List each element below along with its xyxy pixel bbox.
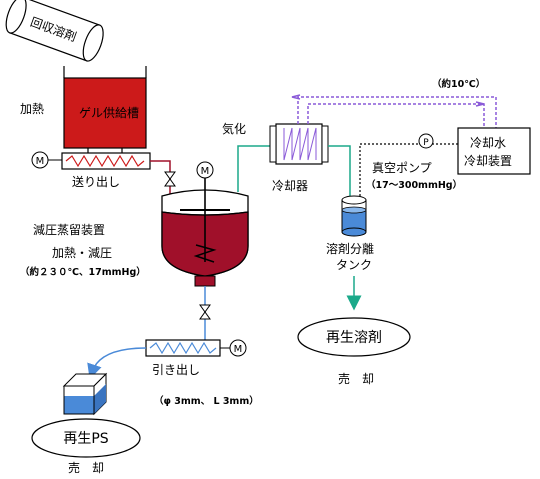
separator-label-1: 溶剤分離 bbox=[326, 241, 374, 256]
heat-vacuum-label: 加熱・減圧 bbox=[52, 245, 112, 260]
chiller-label-2: 冷却装置 bbox=[464, 154, 512, 168]
feed-valve bbox=[164, 171, 176, 187]
evaporator-motor: M bbox=[196, 161, 214, 179]
regen-solvent-label: 再生溶剤 bbox=[326, 330, 382, 346]
ps-container bbox=[62, 372, 108, 416]
gel-tank-label: ゲル供給槽 bbox=[79, 106, 139, 120]
extract-screw bbox=[145, 339, 230, 357]
extract-valve bbox=[199, 304, 211, 320]
pressure-gauge: P bbox=[418, 133, 434, 149]
feed-motor: M bbox=[31, 151, 49, 169]
pellet-size-label: （φ 3mm、 L 3mm） bbox=[154, 395, 259, 407]
sale-ps-label: 売 却 bbox=[68, 460, 104, 475]
evaporator bbox=[161, 176, 249, 287]
extract-motor-label: M bbox=[234, 344, 243, 355]
chiller-label-1: 冷却水 bbox=[470, 136, 506, 150]
regen-solvent-node: 再生溶剤 bbox=[297, 317, 411, 357]
evaporator-motor-label: M bbox=[201, 166, 210, 177]
evaporator-conditions: （約２３０℃、17mmHg） bbox=[20, 266, 146, 278]
heating-label: 加熱 bbox=[20, 102, 44, 116]
condensate-line bbox=[328, 145, 351, 198]
chiller-unit: 冷却水 冷却装置 bbox=[457, 127, 531, 175]
evaporator-label: 減圧蒸留装置 bbox=[33, 222, 105, 237]
feed-screw: 送り出し bbox=[48, 152, 151, 189]
regen-ps-node: 再生PS bbox=[31, 418, 141, 458]
feed-pipe bbox=[150, 160, 171, 196]
regen-ps-label: 再生PS bbox=[63, 431, 108, 447]
pressure-label: P bbox=[423, 138, 429, 148]
pump-range-label: （17～300mmHg） bbox=[366, 179, 462, 191]
coolant-loop bbox=[291, 94, 497, 128]
condenser bbox=[269, 123, 329, 165]
gel-feed-tank: ゲル供給槽 bbox=[63, 66, 147, 156]
vaporize-label: 気化 bbox=[222, 121, 246, 136]
ps-out-arrow bbox=[87, 347, 147, 380]
vapor-line bbox=[237, 145, 276, 192]
vacuum-pump-label: 真空ポンプ bbox=[372, 161, 432, 175]
extract-label: 引き出し bbox=[152, 363, 200, 377]
separator-tank bbox=[341, 195, 367, 237]
separator-label-2: タンク bbox=[336, 258, 372, 272]
coolant-temp-label: （約10℃） bbox=[432, 78, 485, 90]
solvent-canister: 回収溶剤 bbox=[5, 0, 104, 62]
feed-out-label: 送り出し bbox=[72, 174, 120, 189]
feed-motor-label: M bbox=[36, 156, 45, 167]
condenser-label: 冷却器 bbox=[272, 179, 308, 193]
sale-solvent-label: 売 却 bbox=[338, 371, 374, 386]
extract-motor: M bbox=[229, 339, 247, 357]
vacuum-line bbox=[359, 143, 458, 200]
